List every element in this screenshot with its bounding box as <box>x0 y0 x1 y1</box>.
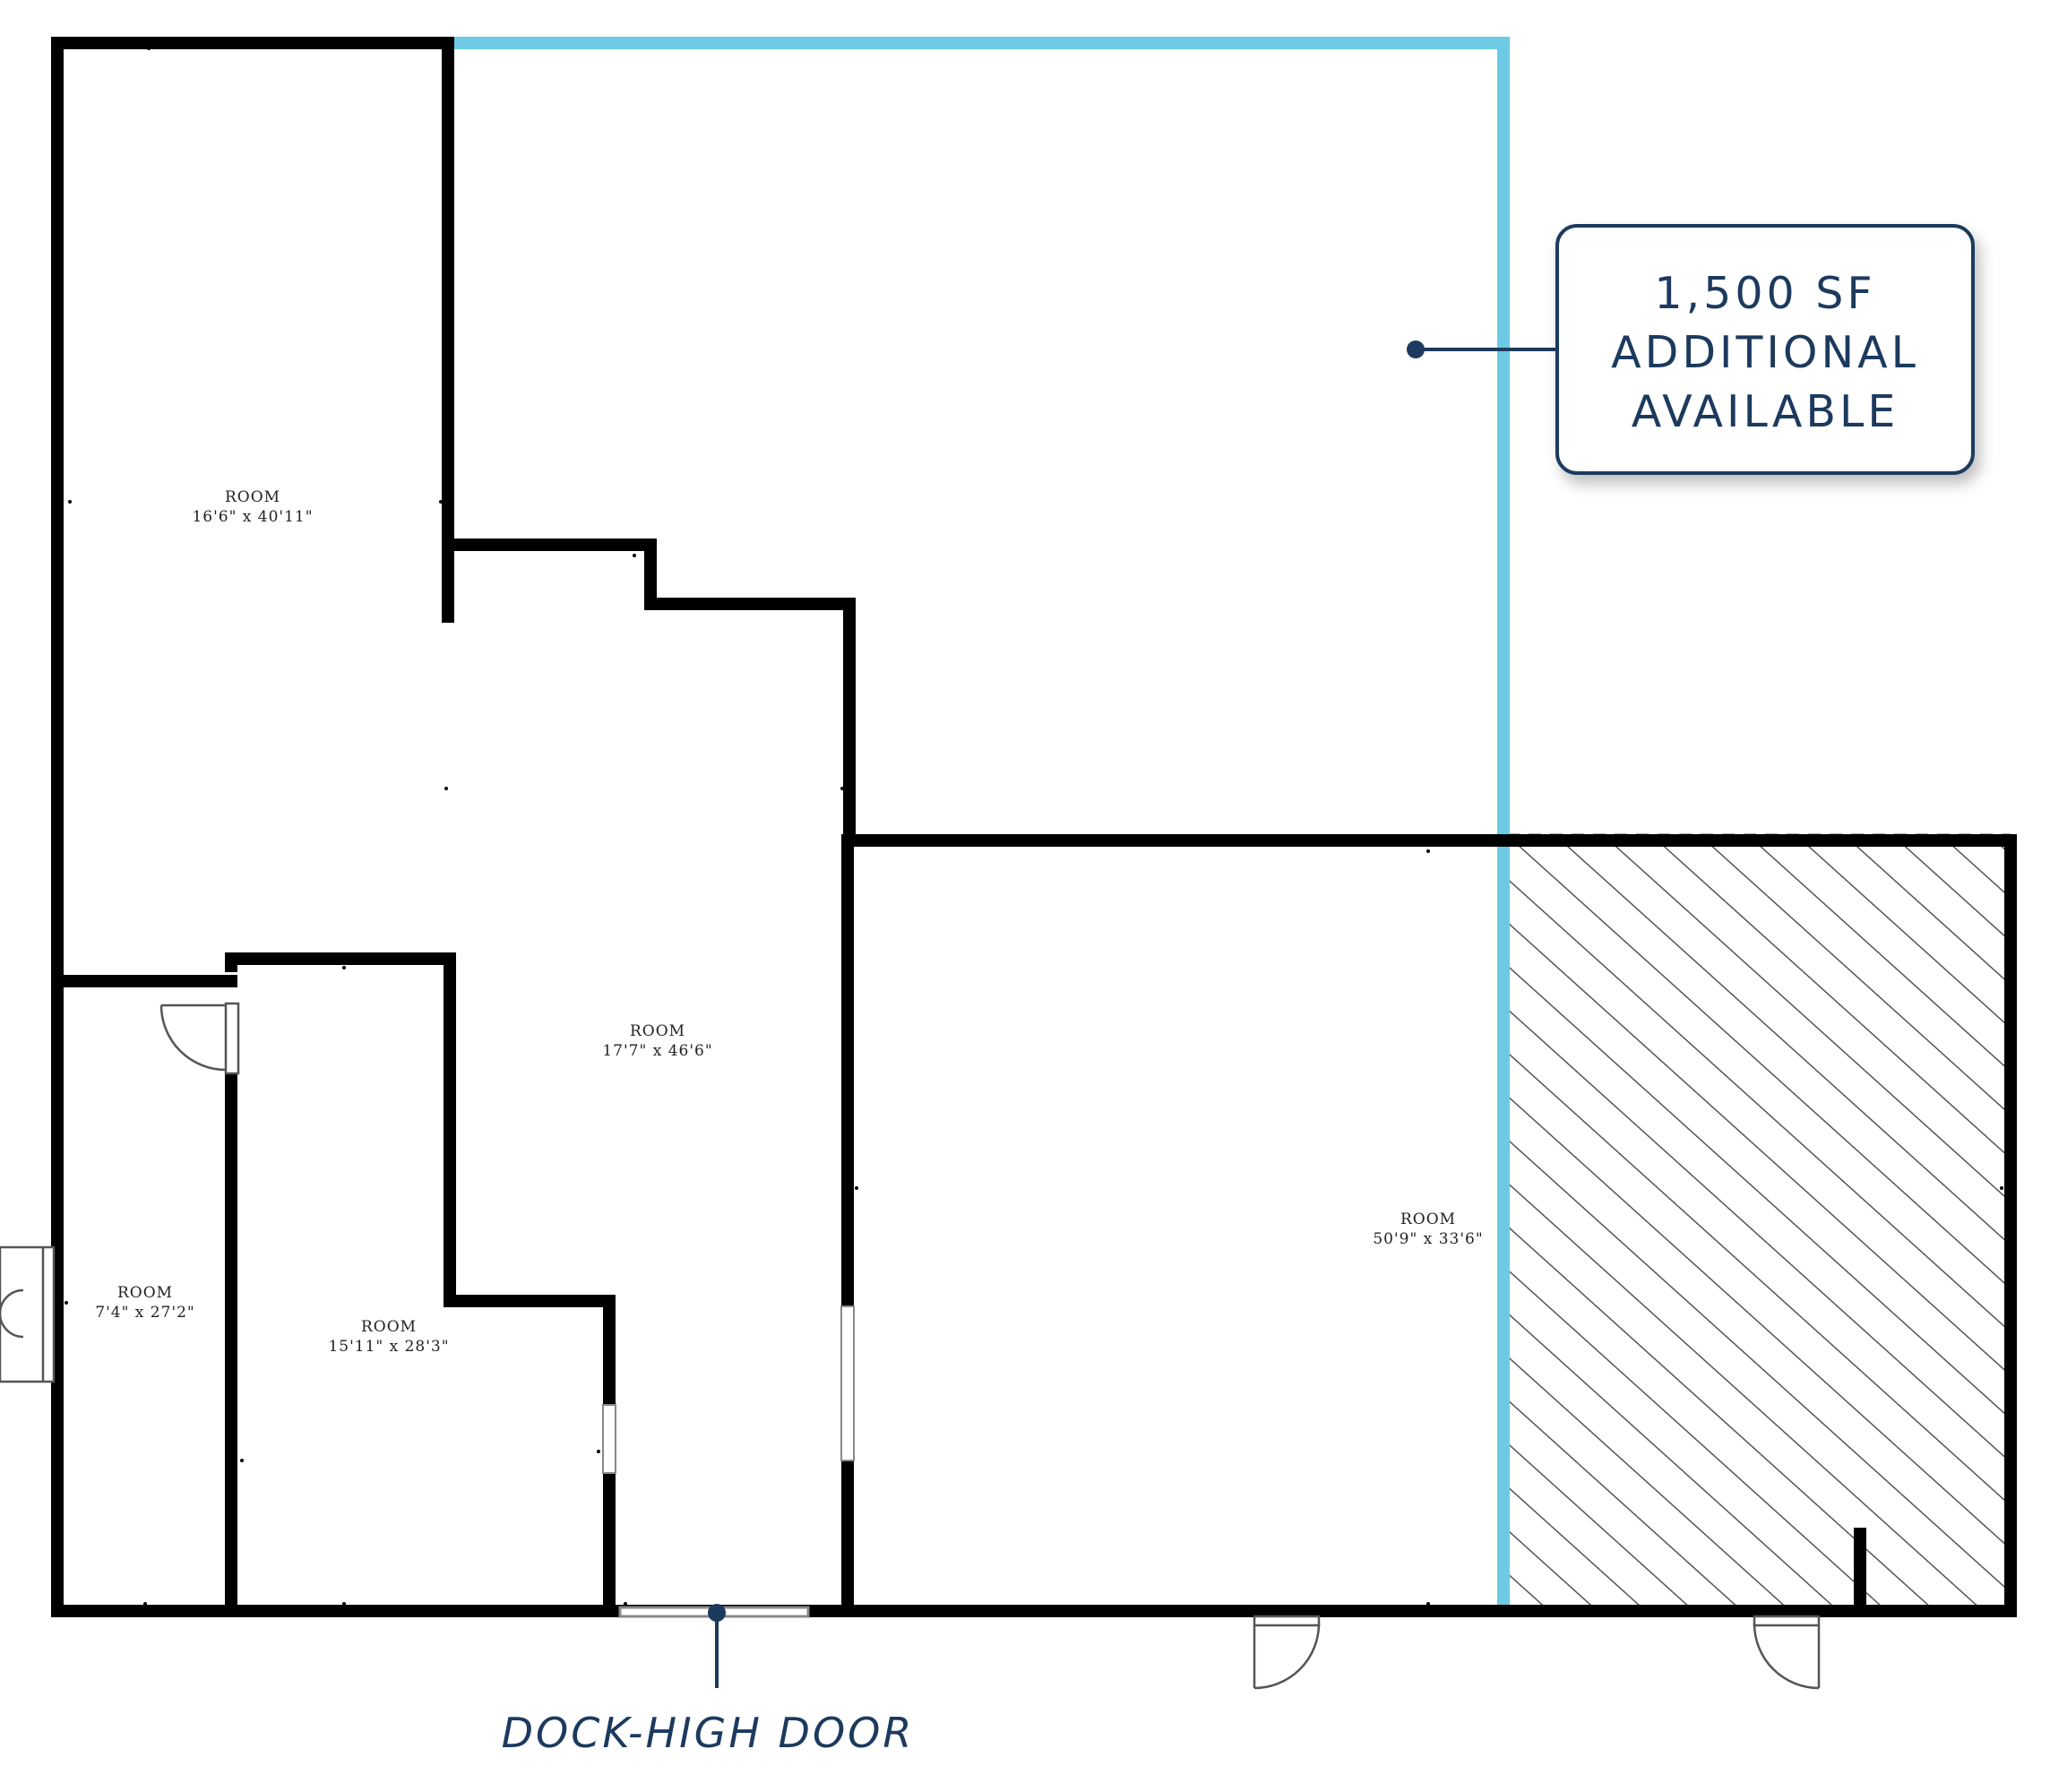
dock-high-door-label: DOCK-HIGH DOOR <box>502 1709 915 1757</box>
openings <box>224 1002 855 1618</box>
room-name: ROOM <box>630 1022 685 1040</box>
callout-line-3: AVAILABLE <box>1632 386 1899 437</box>
hatched-area <box>1507 840 2011 1611</box>
dock-high-door-callout: DOCK-HIGH DOOR <box>502 1604 915 1757</box>
callout-line-2: ADDITIONAL <box>1611 327 1919 378</box>
room-label-5: ROOM 15'11" x 28'3" <box>328 1318 449 1356</box>
doors <box>0 1004 1821 1690</box>
room-name: ROOM <box>1400 1210 1456 1228</box>
room-label-3: ROOM 50'9" x 33'6" <box>1373 1210 1483 1248</box>
room-size: 17'7" x 46'6" <box>602 1042 712 1060</box>
room-size: 16'6" x 40'11" <box>192 508 313 526</box>
room-size: 7'4" x 27'2" <box>95 1304 194 1322</box>
walls <box>51 37 2017 1617</box>
wall-ticks <box>65 47 2003 1606</box>
callout-box <box>1555 224 1975 475</box>
callout-line-1: 1,500 SF <box>1654 268 1875 319</box>
room-name: ROOM <box>117 1284 173 1302</box>
room-size: 50'9" x 33'6" <box>1373 1230 1483 1248</box>
room-label-4: ROOM 7'4" x 27'2" <box>95 1284 194 1322</box>
room-size: 15'11" x 28'3" <box>328 1338 449 1356</box>
callout-leader-dot <box>1407 340 1425 358</box>
room-name: ROOM <box>225 488 280 506</box>
additional-area-outline <box>453 37 1510 1608</box>
additional-sf-callout: 1,500 SF ADDITIONAL AVAILABLE <box>1407 224 1975 475</box>
room-label-1: ROOM 16'6" x 40'11" <box>192 488 313 526</box>
room-label-2: ROOM 17'7" x 46'6" <box>602 1022 712 1060</box>
room-name: ROOM <box>361 1318 417 1336</box>
